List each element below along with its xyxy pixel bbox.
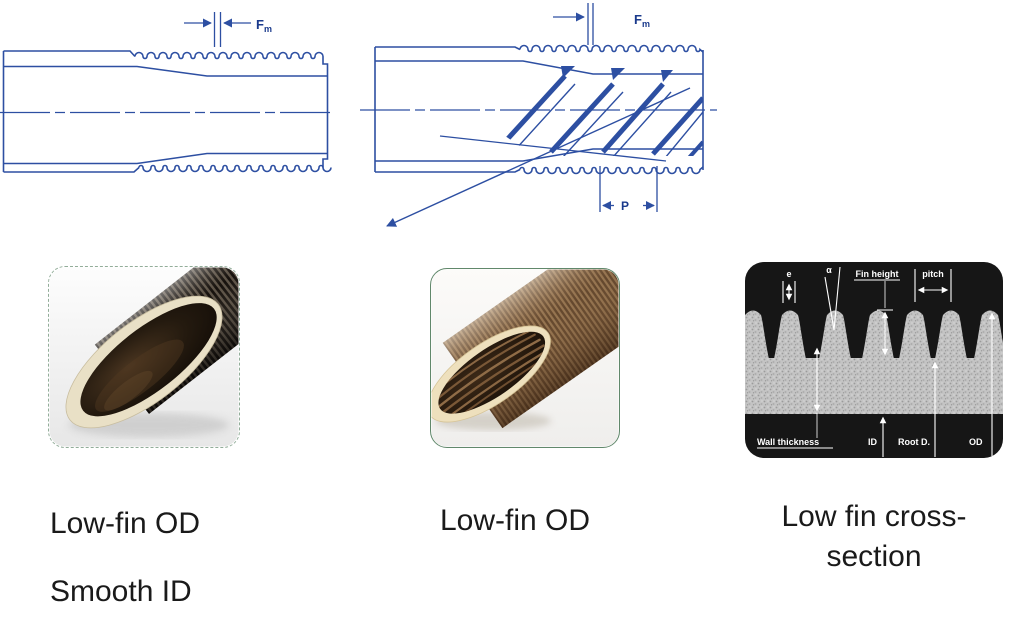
internal-ridges [501,66,703,156]
od-label: OD [969,437,983,447]
alpha-label: α [826,265,832,275]
lowfin-cross-section-photo: e α Fin height pitch Wall thickness ID R… [745,262,1003,458]
tube-bore [80,303,217,417]
lowfin-ribbed-id-photo [430,268,620,448]
caption-photo1-line2: Smooth ID [50,575,192,608]
caption-photo3-line2: section [826,540,922,573]
fin-height-label: Fin height [856,269,899,279]
wall-thickness-label: Wall thickness [757,437,819,447]
fins [745,310,1003,359]
caption-photo3-line1: Low fin cross- [781,500,967,533]
tube-outline [360,44,717,175]
fin-thickness-dimension: Fm [553,3,650,45]
finned-tube [431,269,619,429]
fin-thickness-dimension: Fm [184,12,272,47]
micrograph-labels: e α Fin height pitch Wall thickness ID R… [757,265,983,447]
tube-wall [745,358,1003,414]
id-label: ID [868,437,878,447]
finned-tube [65,267,239,429]
pitch-label: pitch [922,269,944,279]
pitch-dimension: P [599,166,658,213]
e-label: e [786,269,791,279]
root-d-label: Root D. [898,437,930,447]
tube-outline [0,50,332,173]
lowfin-tube-internal-ridges-diagram: Fm P [360,3,717,227]
p-dimension-label: P [621,199,629,213]
fm-dimension-label: Fm [256,17,272,34]
lowfin-tube-smooth-bore-diagram: Fm [0,12,332,173]
caption-photo3: Low fin cross- section [754,497,994,577]
caption-photo1-line1: Low-fin OD [50,507,201,540]
fm-dimension-label: Fm [634,12,650,29]
lowfin-smooth-id-photo [48,266,240,448]
dimension-lines [757,266,996,457]
ridge-leader-arrow [386,87,691,227]
caption-photo2: Low-fin OD [440,504,591,537]
